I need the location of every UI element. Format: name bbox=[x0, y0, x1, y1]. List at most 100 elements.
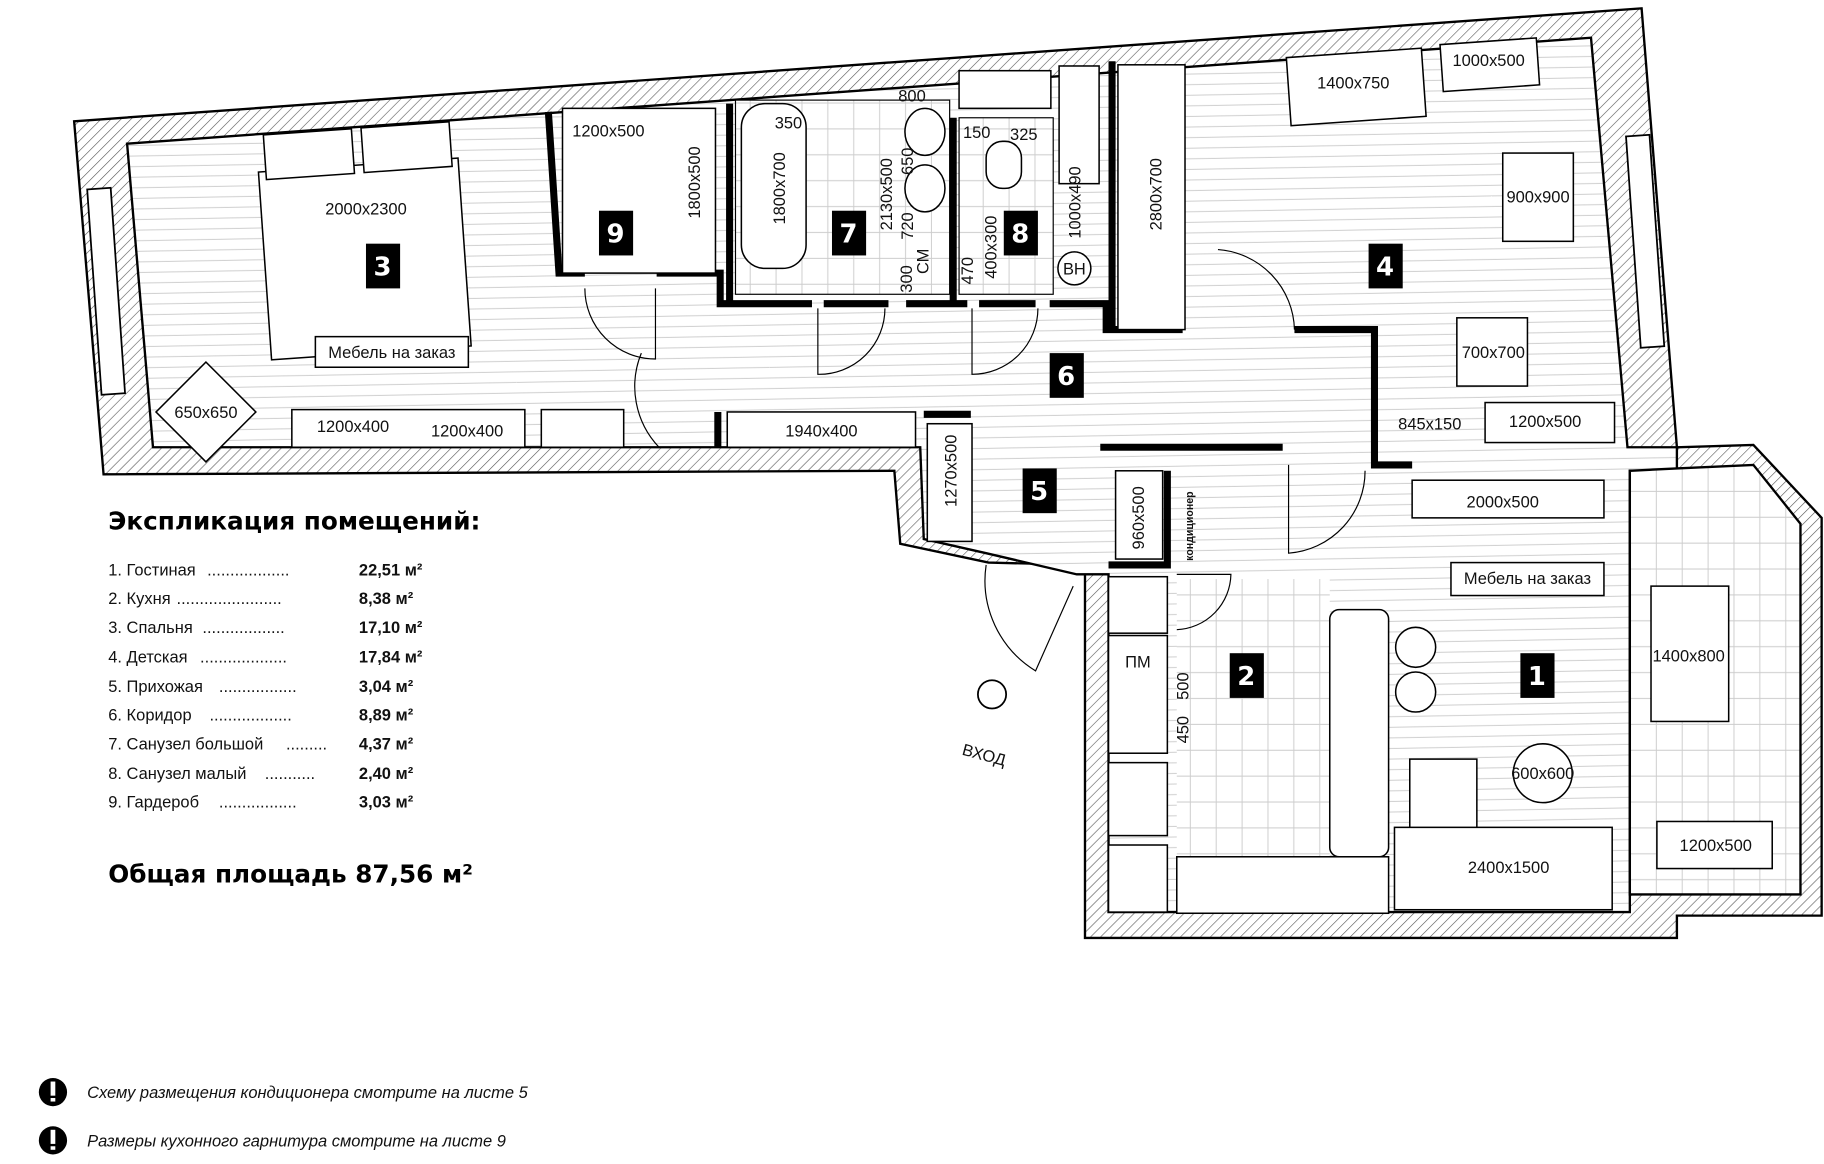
svg-text:3,04 м²: 3,04 м² bbox=[359, 678, 414, 696]
room-badge-9: 9 bbox=[598, 210, 634, 256]
window bbox=[86, 186, 126, 396]
dim-label: 2000x500 bbox=[1467, 493, 1539, 511]
dim-label: 1200x400 bbox=[317, 418, 389, 436]
room-badge-4: 4 bbox=[1368, 243, 1403, 289]
dim-label: 650x650 bbox=[174, 404, 237, 422]
svg-text:.......................: ....................... bbox=[177, 590, 282, 608]
window bbox=[1625, 133, 1666, 349]
svg-text:..................: .................. bbox=[207, 562, 289, 580]
dim-label: 700x700 bbox=[1462, 344, 1525, 362]
dim-label: 1400x800 bbox=[1652, 647, 1724, 665]
svg-text:4,37 м²: 4,37 м² bbox=[359, 736, 414, 754]
dim-label: 470 bbox=[959, 257, 977, 284]
legend-item: 5. Прихожая.................3,04 м² bbox=[108, 678, 413, 696]
dimension-labels: 2000x2300 Мебель на заказ 650x650 1200x4… bbox=[174, 52, 1752, 877]
room-badge-6: 6 bbox=[1049, 353, 1084, 398]
svg-text:7: 7 bbox=[839, 220, 857, 250]
room-badge-1: 1 bbox=[1520, 653, 1555, 698]
dim-label: Мебель на заказ bbox=[328, 344, 455, 362]
room-badge-2: 2 bbox=[1229, 653, 1264, 698]
note-item: Схему размещения кондиционера смотрите н… bbox=[38, 1078, 529, 1107]
dim-label: Мебель на заказ bbox=[1464, 570, 1591, 588]
dim-label: 1800x500 bbox=[686, 146, 704, 218]
doors bbox=[584, 248, 1366, 672]
svg-text:8: 8 bbox=[1011, 220, 1029, 250]
furniture bbox=[154, 37, 1773, 915]
svg-text:2. Кухня: 2. Кухня bbox=[108, 590, 170, 608]
svg-text:4. Детская: 4. Детская bbox=[108, 649, 187, 667]
dim-label: 1200x400 bbox=[431, 423, 503, 441]
dim-label: 2130x500 bbox=[878, 158, 896, 230]
dim-label: 1000x490 bbox=[1066, 166, 1084, 238]
svg-text:9. Гардероб: 9. Гардероб bbox=[108, 793, 199, 811]
svg-text:6: 6 bbox=[1057, 362, 1075, 392]
svg-text:...........: ........... bbox=[265, 765, 315, 783]
svg-text:4: 4 bbox=[1376, 252, 1394, 282]
svg-text:..................: .................. bbox=[209, 706, 291, 724]
dim-label: 1200x500 bbox=[1509, 413, 1581, 431]
svg-text:...................: ................... bbox=[200, 649, 287, 667]
dim-label: 325 bbox=[1010, 126, 1037, 144]
entrance-label: ВХОД bbox=[960, 741, 1007, 770]
note-item: Размеры кухонного гарнитура смотрите на … bbox=[38, 1126, 506, 1155]
svg-text:17,10 м²: 17,10 м² bbox=[359, 619, 423, 637]
svg-text:..................: .................. bbox=[202, 619, 284, 637]
legend-item: 3. Спальня.................. 17,10 м² bbox=[108, 619, 423, 637]
room-legend: Экспликация помещений: 1. Гостиная......… bbox=[108, 507, 480, 889]
svg-text:6. Коридор: 6. Коридор bbox=[108, 706, 191, 724]
dim-label: 150 bbox=[963, 124, 990, 142]
room-badge-8: 8 bbox=[1003, 210, 1038, 256]
svg-text:Размеры кухонного гарнитура см: Размеры кухонного гарнитура смотрите на … bbox=[87, 1132, 506, 1150]
svg-text:2: 2 bbox=[1237, 662, 1255, 692]
legend-item: 4. Детская................... 17,84 м² bbox=[108, 649, 423, 667]
svg-text:.................: ................. bbox=[219, 678, 297, 696]
dim-label: ВН bbox=[1063, 260, 1086, 278]
svg-text:3: 3 bbox=[373, 252, 391, 282]
svg-text:22,51 м²: 22,51 м² bbox=[359, 562, 423, 580]
svg-text:3. Спальня: 3. Спальня bbox=[108, 619, 192, 637]
dim-label: 1270x500 bbox=[943, 435, 961, 507]
svg-text:8,89 м²: 8,89 м² bbox=[359, 706, 414, 724]
dim-label: 720 bbox=[899, 212, 917, 239]
dim-label: 1400x750 bbox=[1317, 74, 1389, 92]
dim-label: кондиционер bbox=[1184, 491, 1196, 561]
room-badges: 1 2 3 4 5 6 7 8 9 bbox=[365, 210, 1555, 698]
total-area: Общая площадь 87,56 м² bbox=[108, 860, 473, 889]
person-icon bbox=[977, 679, 1008, 710]
room-badge-5: 5 bbox=[1022, 468, 1057, 514]
dim-label: 900x900 bbox=[1506, 188, 1569, 206]
dim-label: 1200x500 bbox=[572, 123, 644, 141]
svg-text:.........: ......... bbox=[286, 736, 327, 754]
legend-item: 1. Гостиная.................. 22,51 м² bbox=[108, 562, 423, 580]
dim-label: 2400x1500 bbox=[1468, 859, 1550, 877]
dim-label: 1000x500 bbox=[1452, 52, 1524, 70]
dim-label: 1200x500 bbox=[1680, 837, 1752, 855]
dim-label: 500 bbox=[1175, 672, 1193, 699]
dim-label: 450 bbox=[1175, 716, 1193, 743]
legend-title: Экспликация помещений: bbox=[108, 507, 480, 536]
dim-label: 2800x700 bbox=[1147, 158, 1165, 230]
notes: Схему размещения кондиционера смотрите н… bbox=[38, 1078, 529, 1155]
legend-item: 9. Гардероб.................3,03 м² bbox=[108, 793, 413, 811]
dim-label: 650 bbox=[899, 148, 917, 175]
dim-label: 960x500 bbox=[1130, 486, 1148, 549]
svg-text:3,03 м²: 3,03 м² bbox=[359, 793, 414, 811]
room-badge-7: 7 bbox=[831, 210, 867, 256]
svg-text:5: 5 bbox=[1030, 477, 1048, 507]
room-badge-3: 3 bbox=[365, 243, 401, 289]
svg-text:8,38 м²: 8,38 м² bbox=[359, 590, 414, 608]
dim-label: 350 bbox=[775, 114, 802, 132]
dim-label: 1940x400 bbox=[785, 423, 857, 441]
legend-item: 7. Санузел большой.........4,37 м² bbox=[108, 736, 413, 754]
dim-label: ПМ bbox=[1125, 653, 1151, 671]
svg-text:9: 9 bbox=[606, 220, 624, 250]
dim-label: 845x150 bbox=[1398, 416, 1461, 434]
dim-label: 600x600 bbox=[1511, 765, 1574, 783]
svg-text:1. Гостиная: 1. Гостиная bbox=[108, 562, 195, 580]
legend-item: 6. Коридор.................. 8,89 м² bbox=[108, 706, 413, 724]
svg-text:2,40 м²: 2,40 м² bbox=[359, 765, 414, 783]
legend-item: 8. Санузел малый...........2,40 м² bbox=[108, 765, 413, 783]
dim-label: 400x300 bbox=[983, 216, 1001, 279]
svg-text:1: 1 bbox=[1528, 662, 1546, 692]
svg-text:17,84 м²: 17,84 м² bbox=[359, 649, 423, 667]
